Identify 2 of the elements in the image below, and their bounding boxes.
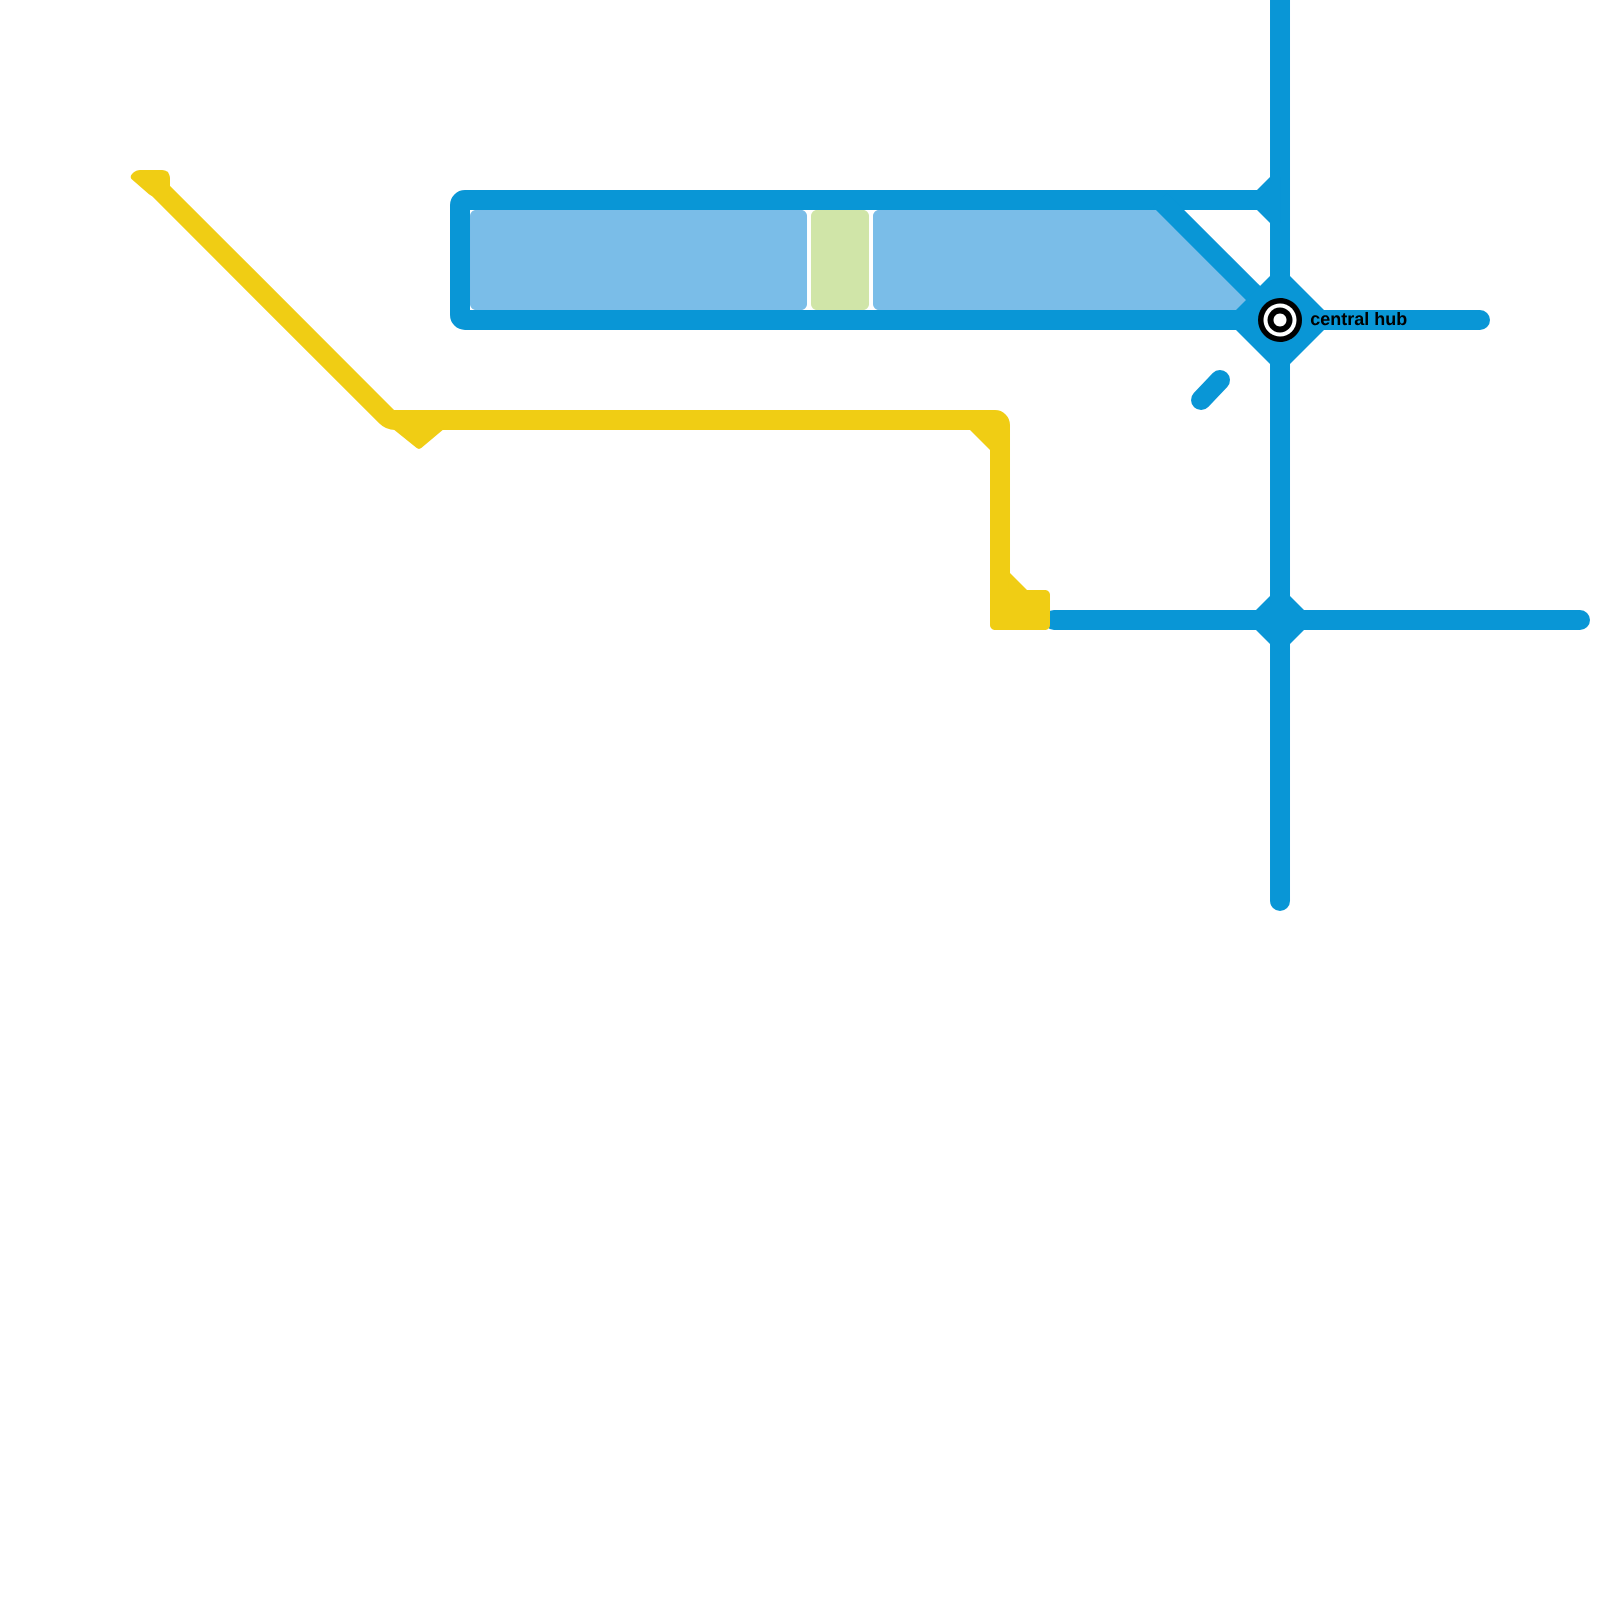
station-marker — [1258, 298, 1302, 342]
station-name: central hub — [1310, 311, 1407, 326]
